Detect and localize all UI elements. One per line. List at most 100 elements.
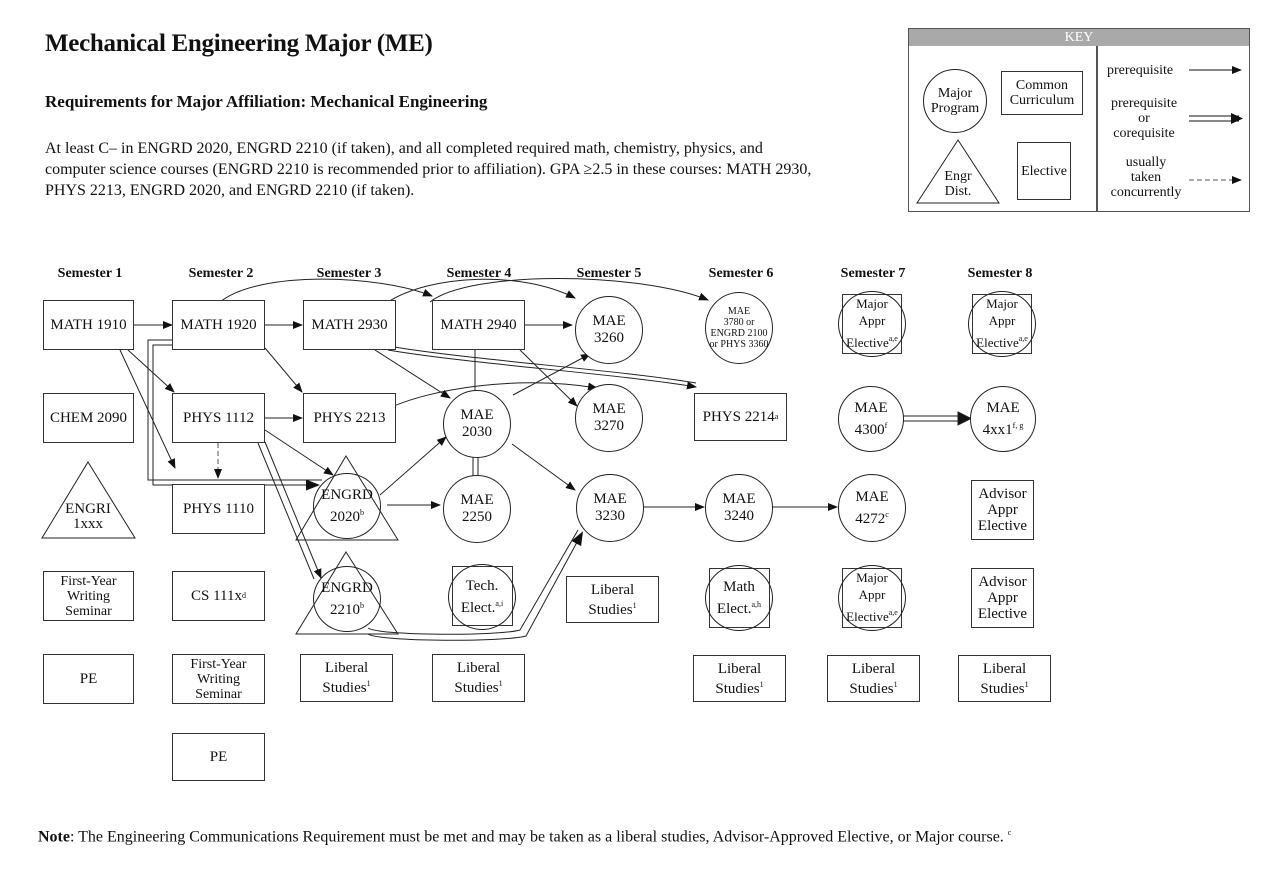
course-mae-4300-footnote: f — [884, 420, 888, 430]
course-liberal-studies-5[interactable]: Liberal Studies1 — [566, 576, 659, 623]
course-liberal-studies-4[interactable]: Liberal Studies1 — [432, 654, 525, 702]
course-math-elective-label: Math Elect. — [716, 578, 755, 617]
course-pe-2[interactable]: PE — [172, 733, 265, 781]
course-fyws-2[interactable]: First-Year Writing Seminar — [172, 654, 265, 704]
course-liberal-studies-7[interactable]: Liberal Studies1 — [827, 655, 920, 702]
key-prereq-coreq-label: prerequisite or corequisite — [1110, 96, 1178, 141]
semester-8-header: Semester 8 — [967, 266, 1033, 281]
key-prerequisite-label: prerequisite — [1107, 63, 1174, 78]
course-math-1910[interactable]: MATH 1910 — [43, 300, 134, 350]
course-math-1910-label: MATH 1910 — [50, 317, 127, 333]
course-fyws-1-label: First-Year Writing Seminar — [60, 573, 117, 619]
course-math-1920[interactable]: MATH 1920 — [172, 300, 265, 350]
course-mae-2250[interactable]: MAE 2250 — [443, 475, 511, 543]
course-phys-1110[interactable]: PHYS 1110 — [172, 484, 265, 534]
course-mae-3240-label: MAE 3240 — [722, 491, 756, 524]
course-major-elective-7b-label: Major Appr Elective — [846, 570, 889, 624]
key-elective-label: Elective — [1021, 163, 1067, 179]
course-math-elective-footnote: a,h — [751, 599, 762, 609]
course-liberal-studies-4-label: Liberal Studies — [454, 660, 501, 696]
course-mae-4272[interactable]: MAE 4272c — [838, 474, 906, 542]
course-pe-2-label: PE — [209, 749, 228, 765]
course-liberal-studies-5-label: Liberal Studies — [588, 581, 635, 618]
course-liberal-studies-7-footnote: 1 — [893, 679, 898, 689]
course-phys-2213[interactable]: PHYS 2213 — [303, 393, 396, 443]
course-mae-3240[interactable]: MAE 3240 — [705, 474, 773, 542]
course-mae-3270-label: MAE 3270 — [592, 401, 626, 434]
course-phys-2214-footnote: a — [774, 412, 779, 421]
course-mae-3260[interactable]: MAE 3260 — [575, 296, 643, 364]
course-phys-2214-label: PHYS 2214 — [702, 409, 775, 425]
note-text: : The Engineering Communications Require… — [69, 828, 1004, 846]
course-major-elective-8-label: Major Appr Elective — [976, 296, 1019, 350]
course-phys-1110-label: PHYS 1110 — [183, 501, 254, 517]
course-mae-3230[interactable]: MAE 3230 — [576, 474, 644, 542]
course-math-2930[interactable]: MATH 2930 — [303, 300, 396, 350]
course-phys-1112-label: PHYS 1112 — [183, 410, 254, 426]
requirements-line-3: PHYS 2213, ENGRD 2020, and ENGRD 2210 (i… — [45, 182, 415, 199]
key-major-program-circle: Major Program — [923, 69, 987, 133]
course-math-1920-label: MATH 1920 — [180, 317, 257, 333]
major-elective-7b-circle: Major Appr Electivea,e — [838, 565, 906, 631]
course-engrd-2020-footnote: b — [359, 507, 364, 517]
page-title: Mechanical Engineering Major (ME) — [45, 30, 433, 57]
course-mae-4272-footnote: c — [885, 509, 889, 519]
course-major-elective-7a-label: Major Appr Elective — [846, 296, 889, 350]
course-liberal-studies-3[interactable]: Liberal Studies1 — [300, 654, 393, 702]
course-fyws-1[interactable]: First-Year Writing Seminar — [43, 571, 134, 621]
course-pe-1[interactable]: PE — [43, 654, 134, 704]
course-liberal-studies-6-label: Liberal Studies — [715, 660, 762, 697]
course-liberal-studies-5-footnote: 1 — [632, 600, 637, 610]
note-label: Note — [38, 828, 70, 846]
key-common-curriculum-label: Common Curriculum — [1009, 78, 1075, 108]
semester-2-header: Semester 2 — [188, 266, 254, 281]
requirements-line-1: At least C– in ENGRD 2020, ENGRD 2210 (i… — [45, 140, 763, 157]
course-chem-2090[interactable]: CHEM 2090 — [43, 393, 134, 443]
course-fyws-2-label: First-Year Writing Seminar — [190, 656, 247, 702]
legend-key: KEY Major Program Common Curriculum Engr… — [908, 28, 1250, 212]
course-phys-1112[interactable]: PHYS 1112 — [172, 393, 265, 443]
key-arrow-samples — [1189, 66, 1243, 184]
tech-elective-circle: Tech. Elect.a,i — [448, 564, 516, 630]
course-advisor-elective-8a[interactable]: Advisor Appr Elective — [971, 480, 1034, 540]
course-math-2940[interactable]: MATH 2940 — [432, 300, 525, 350]
key-elective-box: Elective — [1017, 142, 1071, 200]
semester-4-header: Semester 4 — [446, 266, 512, 281]
course-advisor-elective-8a-label: Advisor Appr Elective — [977, 486, 1028, 534]
course-engrd-2210-footnote: b — [359, 600, 364, 610]
course-math-2930-label: MATH 2930 — [311, 317, 388, 333]
course-major-elective-7b-footnote: a,e — [888, 608, 898, 617]
course-mae-3260-label: MAE 3260 — [592, 313, 626, 346]
course-major-elective-7a-footnote: a,e — [888, 334, 898, 343]
course-liberal-studies-6[interactable]: Liberal Studies1 — [693, 655, 786, 702]
course-liberal-studies-7-label: Liberal Studies — [849, 660, 896, 697]
key-divider — [1096, 46, 1098, 211]
course-mae-3780-option[interactable]: MAE 3780 or ENGRD 2100 or PHYS 3360 — [705, 292, 773, 364]
course-phys-2213-label: PHYS 2213 — [313, 410, 386, 426]
course-mae-4272-label: MAE 4272 — [855, 488, 889, 527]
course-mae-4300-label: MAE 4300 — [854, 399, 888, 438]
course-liberal-studies-3-label: Liberal Studies — [322, 660, 369, 696]
course-mae-4xx1-label: MAE 4xx1 — [982, 399, 1020, 438]
key-header: KEY — [909, 29, 1249, 46]
course-mae-2030[interactable]: MAE 2030 — [443, 390, 511, 458]
course-mae-3270[interactable]: MAE 3270 — [575, 384, 643, 452]
key-engr-dist-triangle — [916, 139, 1000, 204]
key-concurrent-label: usually taken concurrently — [1110, 155, 1182, 200]
course-mae-4xx1[interactable]: MAE 4xx1f, g — [970, 386, 1036, 452]
course-mae-4300[interactable]: MAE 4300f — [838, 386, 904, 452]
course-cs-111x-footnote: d — [241, 591, 246, 600]
semester-3-header: Semester 3 — [316, 266, 382, 281]
course-liberal-studies-4-footnote: 1 — [498, 679, 503, 688]
course-advisor-elective-8b[interactable]: Advisor Appr Elective — [971, 568, 1034, 628]
semester-7-header: Semester 7 — [840, 266, 906, 281]
course-engrd-2210[interactable]: ENGRD 2210b — [313, 566, 381, 632]
course-liberal-studies-6-footnote: 1 — [759, 679, 764, 689]
key-common-curriculum-box: Common Curriculum — [1001, 71, 1083, 115]
course-engrd-2020[interactable]: ENGRD 2020b — [313, 473, 381, 539]
course-mae-3780-option-label: MAE 3780 or ENGRD 2100 or PHYS 3360 — [709, 306, 769, 350]
course-liberal-studies-8[interactable]: Liberal Studies1 — [958, 655, 1051, 702]
course-cs-111x-label: CS 111x — [191, 588, 242, 604]
